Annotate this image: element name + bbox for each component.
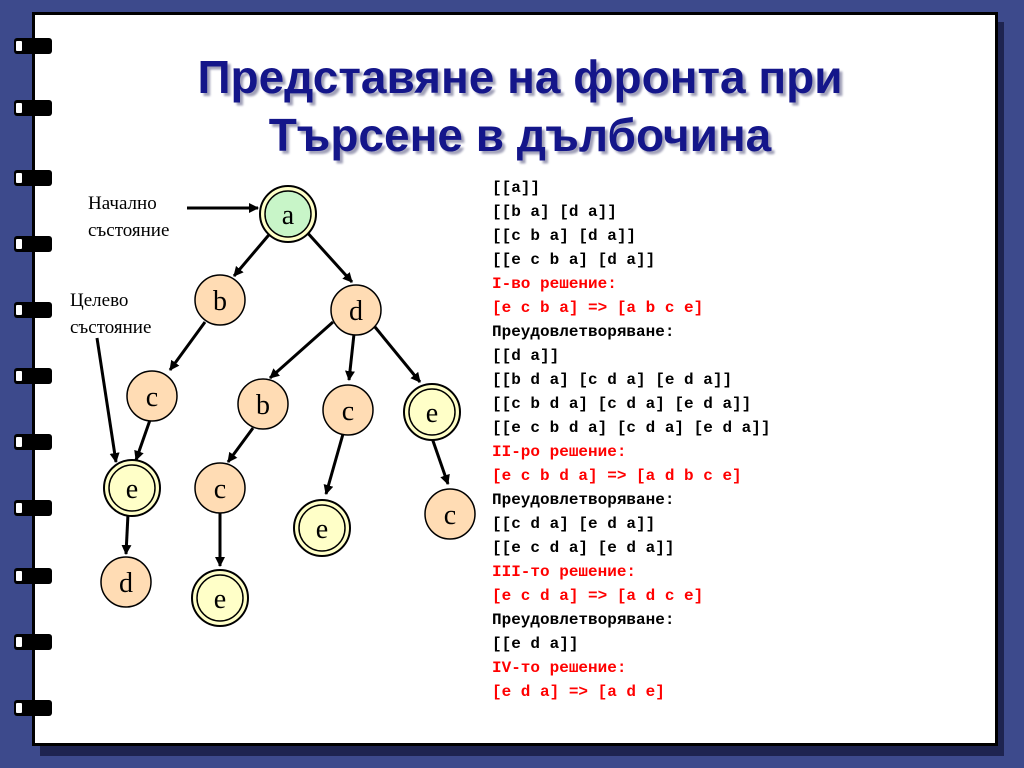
slide-title: Представяне на фронта при Търсене в дълб…	[60, 48, 980, 164]
binder-ring	[14, 38, 52, 54]
goal-node-e: e	[293, 499, 351, 557]
node-c-label: c	[214, 474, 226, 505]
start-state-label-line-1: Начално	[88, 193, 157, 214]
frontier-line: [[e c d a] [e d a]]	[492, 539, 675, 557]
node-c: c	[424, 488, 476, 540]
solution-line: [e c b d a] => [a d b c e]	[492, 467, 742, 485]
node-d: d	[100, 556, 152, 608]
frontier-line: [[d a]]	[492, 347, 560, 365]
frontier-line: [[a]]	[492, 179, 541, 197]
frontier-line: [[b d a] [c d a] [e d a]]	[492, 371, 733, 389]
binder-ring	[14, 634, 52, 650]
node-c-label: c	[146, 382, 158, 413]
binder-ring	[14, 500, 52, 516]
node-c: c	[322, 384, 374, 436]
node-a-label: a	[282, 200, 295, 231]
edge-e-d	[121, 513, 132, 555]
binder-ring	[14, 100, 52, 116]
title-line-2: Търсене в дълбочина	[268, 109, 772, 161]
node-c-label: c	[444, 500, 456, 531]
goal-node-e: e	[191, 569, 249, 627]
frontier-line: [[c b a] [d a]]	[492, 227, 637, 245]
solution-line: II-ро решение:	[492, 443, 627, 461]
solution-line: III-то решение:	[492, 563, 637, 581]
edge-d-c	[345, 333, 356, 381]
backtrack-note: Преудовлетворяване:	[492, 323, 675, 341]
goal-node-e-label: e	[214, 584, 226, 615]
binder-ring	[14, 700, 52, 716]
frontier-line: [[c b d a] [c d a] [e d a]]	[492, 395, 752, 413]
title-line-1: Представяне на фронта при	[197, 51, 843, 103]
goal-node-e: e	[103, 459, 161, 517]
node-b-label: b	[213, 286, 227, 317]
node-d: d	[330, 284, 382, 336]
frontier-line: [[e c b a] [d a]]	[492, 251, 656, 269]
node-d-label: d	[349, 296, 363, 327]
goal-state-label-line-2: състояние	[70, 317, 151, 338]
binder-ring	[14, 368, 52, 384]
node-c-label: c	[342, 396, 354, 427]
binder-ring	[14, 434, 52, 450]
edge-c-e	[134, 419, 152, 461]
notebook-rings	[0, 0, 60, 768]
binder-ring	[14, 568, 52, 584]
solution-line: I-во решение:	[492, 275, 617, 293]
node-b-label: b	[256, 390, 270, 421]
node-a: a	[259, 185, 317, 243]
backtrack-note: Преудовлетворяване:	[492, 491, 675, 509]
node-c: c	[126, 370, 178, 422]
goal-state-arrow	[95, 337, 120, 463]
node-b: b	[237, 378, 289, 430]
solution-line: [e c d a] => [a d c e]	[492, 587, 704, 605]
node-d-label: d	[119, 568, 133, 599]
goal-node-e: e	[403, 383, 461, 441]
edge-a-b	[232, 229, 275, 277]
edge-a-d	[303, 228, 354, 284]
edge-b-c-2	[226, 427, 255, 463]
binder-ring	[14, 236, 52, 252]
goal-state-label-line-1: Целево	[70, 290, 128, 311]
solution-line: [e c b a] => [a b c e]	[492, 299, 704, 317]
frontier-line: [[b a] [d a]]	[492, 203, 617, 221]
backtrack-note: Преудовлетворяване:	[492, 611, 675, 629]
edge-d-e	[373, 326, 422, 383]
edge-c-e-3	[323, 433, 345, 495]
edge-e-c	[430, 437, 450, 485]
node-b: b	[194, 274, 246, 326]
edge-b-c	[168, 321, 207, 371]
binder-ring	[14, 170, 52, 186]
start-state-label-line-2: състояние	[88, 220, 169, 241]
edge-d-b	[269, 320, 334, 380]
goal-node-e-label: e	[126, 474, 138, 505]
node-c: c	[194, 462, 246, 514]
frontier-trace: [[a]] [[b a] [d a]] [[c b a] [d a]] [[e c b…	[492, 176, 770, 704]
frontier-line: [[e d a]]	[492, 635, 579, 653]
binder-ring	[14, 302, 52, 318]
goal-node-e-label: e	[316, 514, 328, 545]
solution-line: [e d a] => [a d e]	[492, 683, 665, 701]
slide-page	[32, 12, 998, 746]
goal-node-e-label: e	[426, 398, 438, 429]
frontier-line: [[c d a] [e d a]]	[492, 515, 656, 533]
frontier-line: [[e c b d a] [c d a] [e d a]]	[492, 419, 771, 437]
solution-line: IV-то решение:	[492, 659, 627, 677]
